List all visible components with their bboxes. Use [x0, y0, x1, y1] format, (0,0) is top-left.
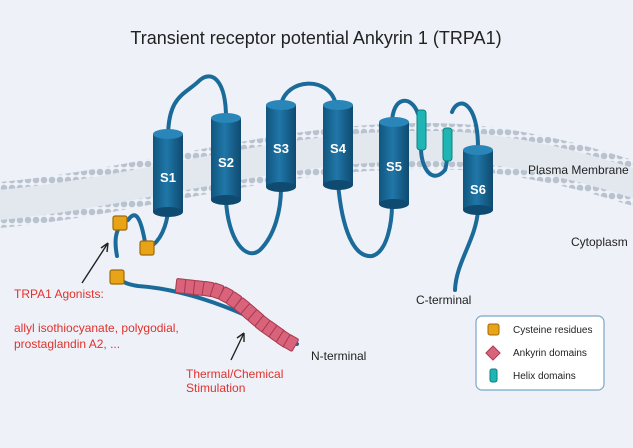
stimulation-line-1: Thermal/Chemical — [186, 367, 283, 381]
cysteine-residue-2 — [139, 240, 155, 256]
arrows — [81, 242, 245, 361]
plasma-membrane-label: Plasma Membrane — [528, 163, 629, 177]
inner-lipid-layer — [0, 160, 633, 228]
agonist-arrow-head — [100, 242, 109, 253]
cysteine-residue-3 — [109, 269, 125, 285]
stimulation-arrow — [230, 332, 245, 361]
helix-s1: S1 — [153, 129, 183, 217]
helix-s6-link — [450, 101, 480, 150]
c-terminal-chain — [453, 208, 480, 292]
legend-label: Cysteine residues — [513, 325, 592, 336]
segment-label: S6 — [470, 182, 486, 197]
cys-link-2 — [126, 213, 148, 250]
helix-domain-2 — [442, 127, 453, 162]
agonists-list-1: allyl isothiocyanate, polygodial, — [14, 321, 179, 335]
cysteine-residues — [109, 215, 155, 285]
s4-s5-loop — [336, 181, 394, 259]
s1-s2-loop — [166, 74, 228, 140]
cysteine-residue-1 — [112, 215, 128, 231]
agonists-list-2: prostaglandin A2, ... — [14, 337, 120, 351]
legend-label: Ankyrin domains — [513, 348, 587, 359]
stimulation-arrow-head — [236, 332, 245, 342]
outer-lipid-layer — [0, 122, 633, 190]
helix-s2: S2 — [211, 113, 241, 205]
stimulation-line-2: Stimulation — [186, 381, 245, 395]
helix-s3: S3 — [266, 100, 296, 192]
legend-label: Helix domains — [513, 371, 576, 382]
ankyrin-repeat — [283, 334, 299, 352]
c-terminal-label: C-terminal — [416, 293, 471, 307]
segment-label: S5 — [386, 159, 402, 174]
agonists-title: TRPA1 Agonists: — [14, 287, 104, 301]
helix-s6: S6 — [463, 145, 493, 215]
helix-domain-1 — [416, 109, 427, 151]
agonist-arrow — [81, 242, 109, 284]
s5-helix-link — [390, 98, 420, 126]
helix-domains — [416, 109, 453, 162]
ankyrin-domains — [174, 278, 299, 352]
segment-label: S3 — [273, 141, 289, 156]
segment-label: S1 — [160, 170, 176, 185]
helix-s5: S5 — [379, 117, 409, 209]
segment-label: S2 — [218, 155, 234, 170]
s3-s4-loop — [279, 81, 338, 107]
legend: Cysteine residues Ankyrin domains Helix … — [475, 315, 605, 391]
page-title: Transient receptor potential Ankyrin 1 (… — [130, 28, 501, 48]
orange-square-icon — [487, 323, 500, 336]
cytoplasm-label: Cytoplasm — [571, 235, 628, 249]
s2-s3-loop — [224, 186, 283, 256]
n-terminal-label: N-terminal — [311, 349, 366, 363]
transmembrane-helices: S1 S2 S3 S4 S5 — [153, 100, 493, 217]
legend-box — [475, 315, 605, 391]
helix-s4: S4 — [323, 100, 353, 190]
teal-bar-icon — [489, 368, 498, 383]
pink-diamond-icon — [485, 345, 501, 361]
segment-label: S4 — [330, 141, 347, 156]
